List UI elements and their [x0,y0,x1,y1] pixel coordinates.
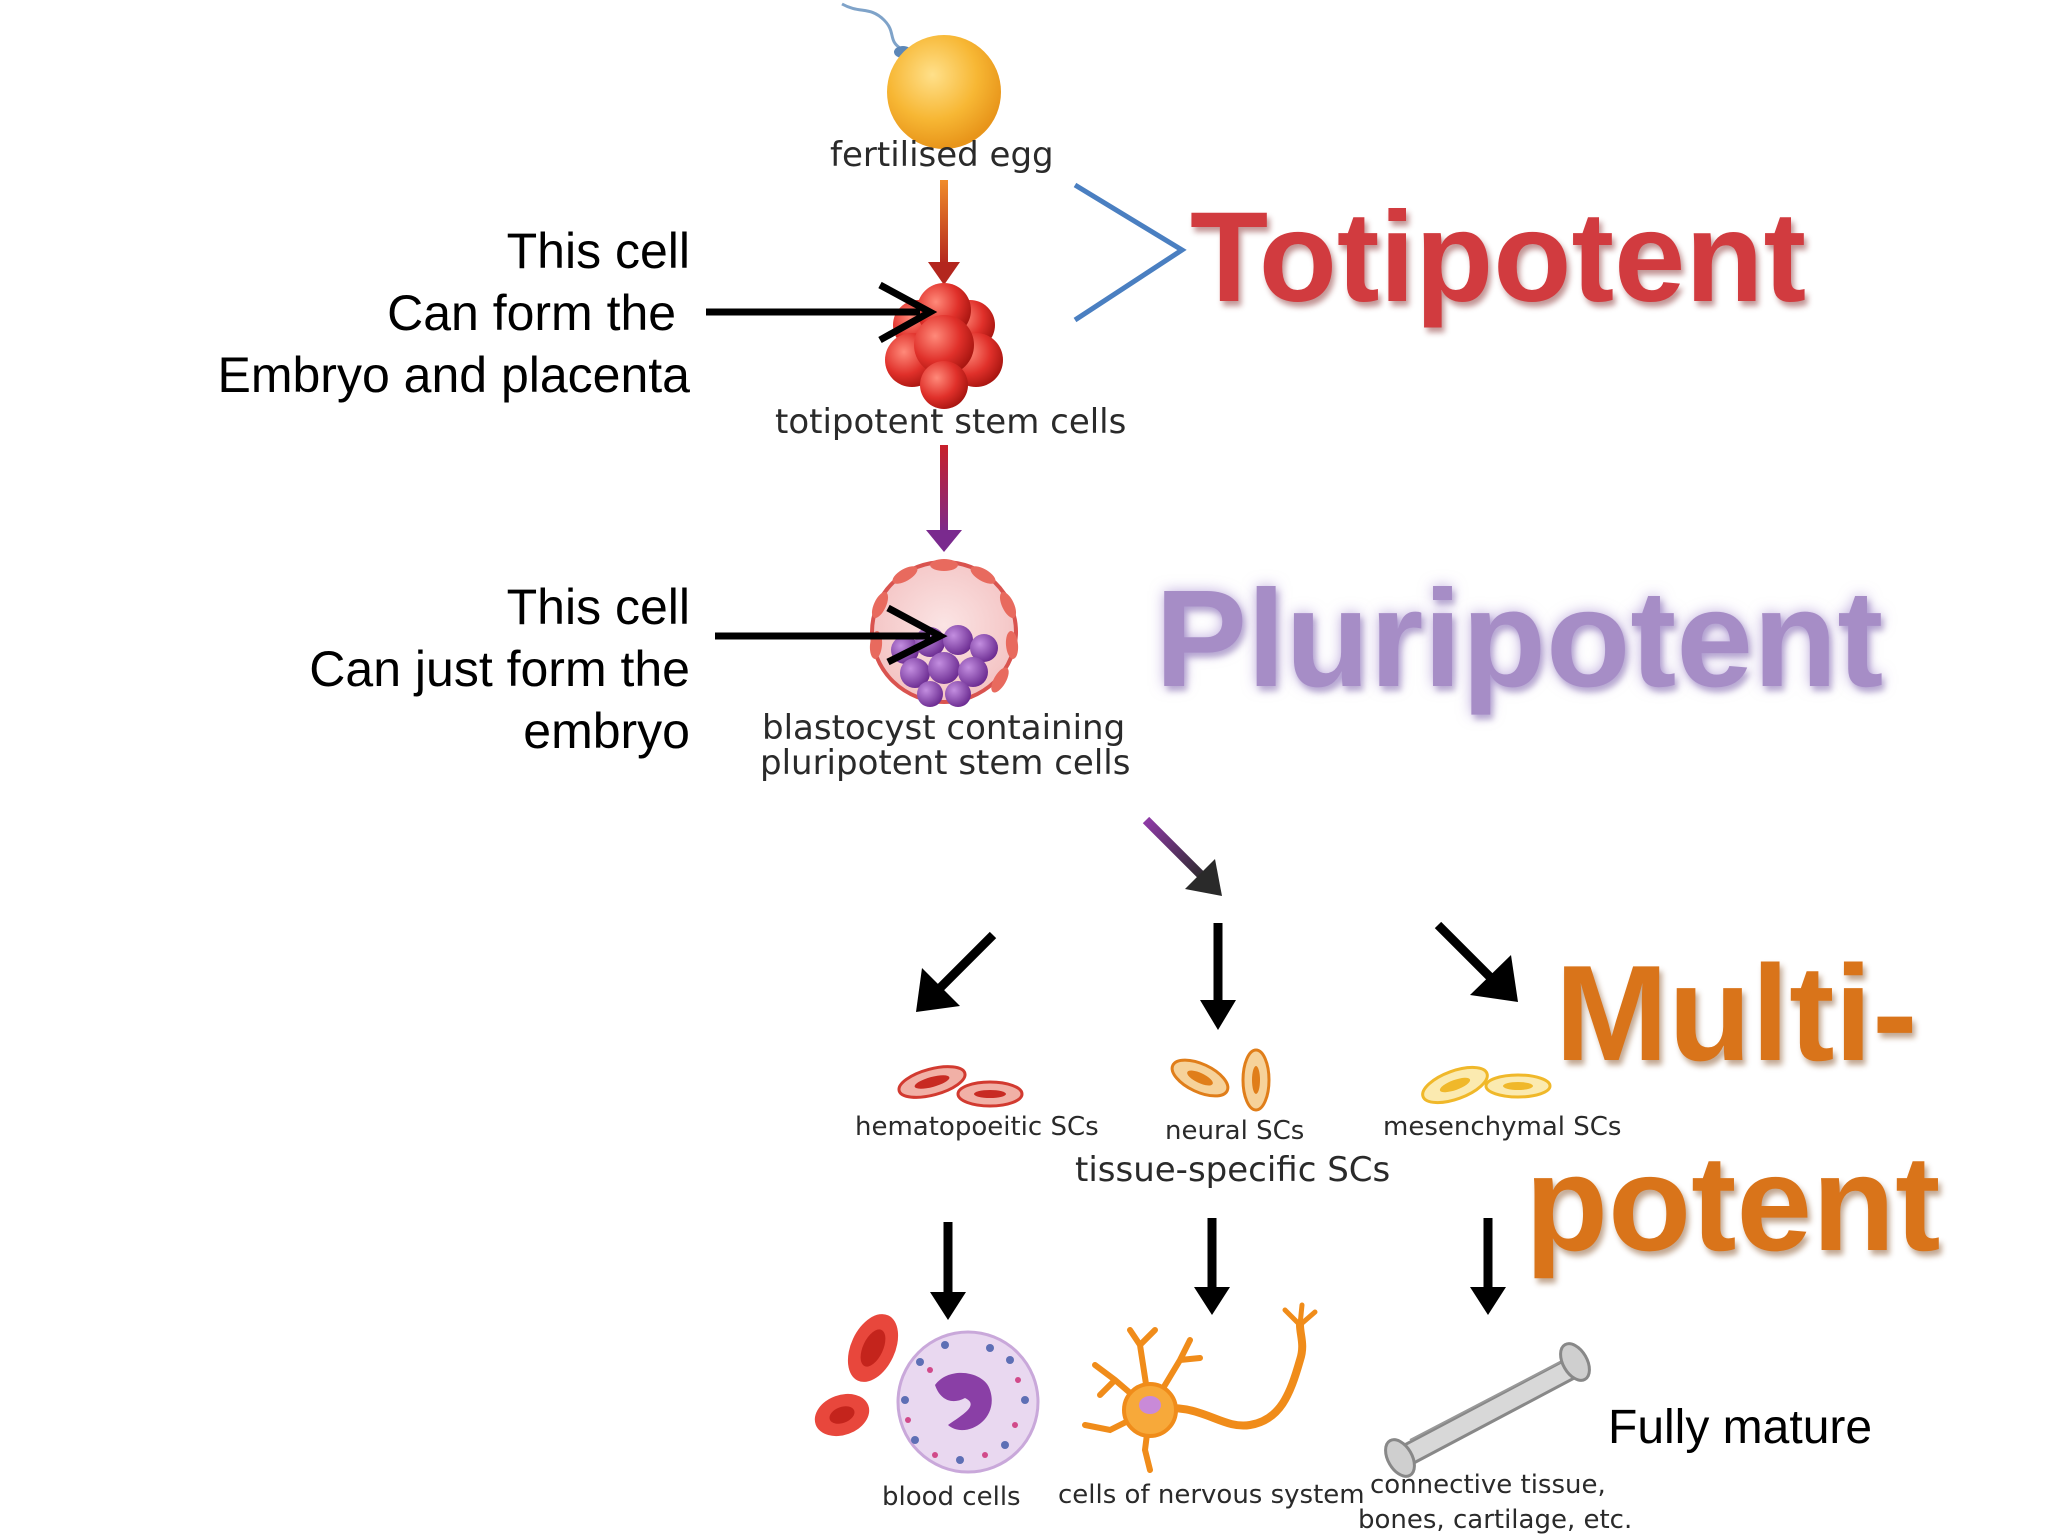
branch-arrows [916,921,1518,1030]
totipotent-note: This cell Can form the Embryo and placen… [217,220,690,406]
totipotent-note-line1: This cell [506,223,690,279]
nervous-cells-label: cells of nervous system [1058,1480,1365,1510]
mesenchymal-sc-label: mesenchymal SCs [1383,1112,1622,1142]
tissue-specific-label: tissue-specific SCs [1075,1150,1391,1190]
pluripotent-note: This cell Can just form the embryo [309,576,690,762]
pluripotent-note-line2: Can just form the [309,641,690,697]
blastocyst-illustration [869,559,1019,707]
multipotent-heading-line1: Multi- [1555,937,1918,1089]
connective-label-line1: connective tissue, [1370,1470,1606,1500]
mesenchymal-sc-illustration [1421,1065,1552,1105]
totipotent-bracket [1073,182,1187,323]
connective-label-line2: bones, cartilage, etc. [1358,1505,1633,1535]
fully-mature-label: Fully mature [1608,1401,1873,1454]
blood-cells-label: blood cells [882,1482,1021,1512]
neural-sc-label: neural SCs [1165,1116,1305,1146]
hematopoietic-sc-label: hematopoeitic SCs [855,1112,1099,1142]
note-arrow-pluripotent [715,604,948,666]
arrow-egg-to-totipotent [928,180,960,285]
totipotent-cell-cluster [885,283,1003,409]
note-arrow-totipotent [706,281,938,344]
totipotent-note-line3: Embryo and placenta [217,347,690,403]
blood-cells-illustration [814,1314,1040,1474]
arrow-totipotent-to-blastocyst [926,445,962,552]
multipotent-heading-line2: potent [1525,1127,1941,1279]
fertilised-egg-label: fertilised egg [830,135,1054,175]
totipotent-note-line2: Can form the [387,285,690,341]
maturation-arrows [930,1218,1506,1320]
fertilised-egg-illustration [841,2,1001,149]
pluripotent-heading: Pluripotent [1155,562,1884,716]
hematopoietic-sc-illustration [897,1065,1024,1108]
blastocyst-label-line1: blastocyst containing [762,708,1126,748]
pluripotent-note-line3: embryo [523,703,690,759]
totipotent-cells-label: totipotent stem cells [775,402,1127,442]
neural-sc-illustration [1170,1048,1271,1112]
arrow-blastocyst-to-tissue [1142,816,1222,896]
totipotent-heading: Totipotent [1190,186,1807,329]
neuron-illustration [1082,1302,1318,1473]
bone-illustration [1384,1342,1591,1478]
blastocyst-label-line2: pluripotent stem cells [760,743,1131,783]
pluripotent-note-line1: This cell [506,579,690,635]
